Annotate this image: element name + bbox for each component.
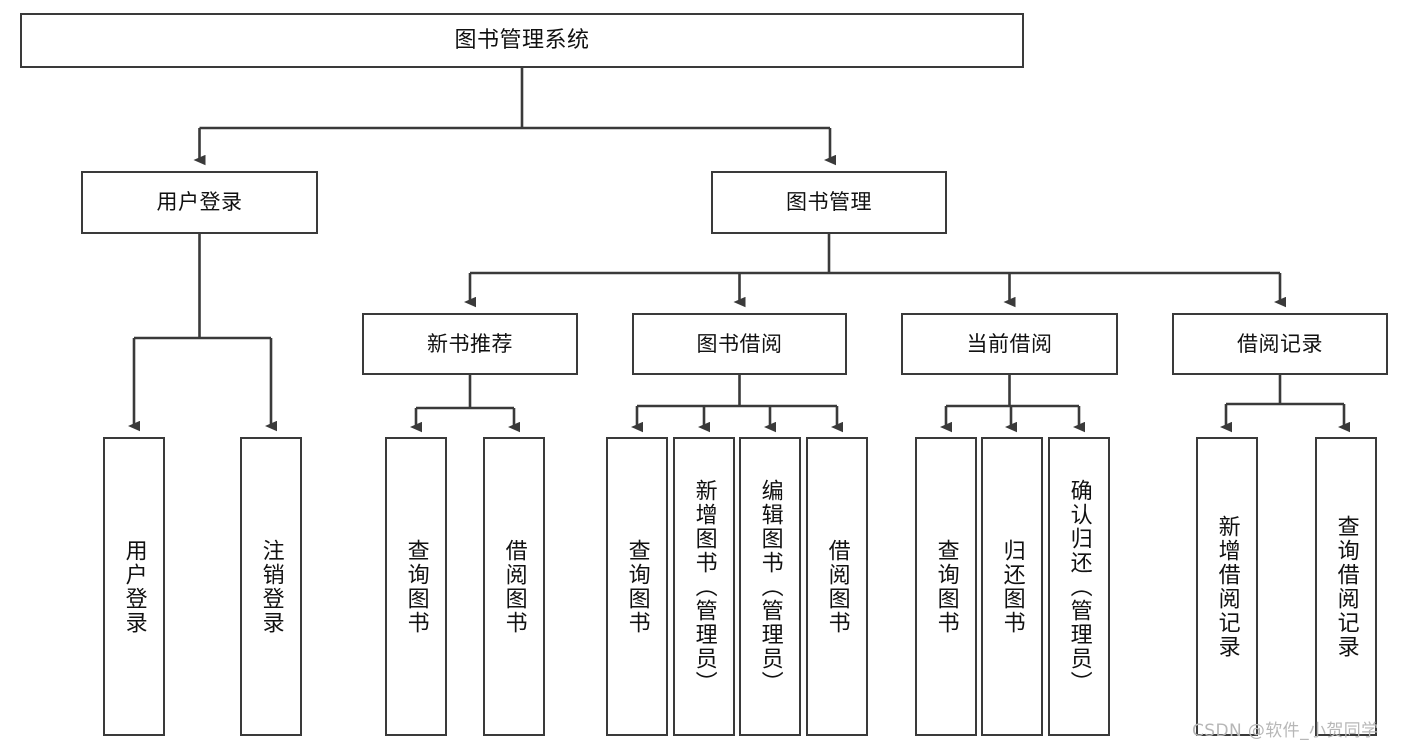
node-root-label: 图书管理系统 xyxy=(454,27,590,53)
node-leaf-logout[interactable]: 注销登录 xyxy=(240,437,302,736)
node-current-borrow[interactable]: 当前借阅 xyxy=(901,313,1118,375)
node-book-manage[interactable]: 图书管理 xyxy=(711,171,947,234)
node-current-borrow-label: 当前借阅 xyxy=(966,331,1053,356)
node-book-manage-label: 图书管理 xyxy=(786,190,872,215)
node-new-book-rec[interactable]: 新书推荐 xyxy=(362,313,578,375)
node-borrow-record[interactable]: 借阅记录 xyxy=(1172,313,1388,375)
node-leaf-borrow-book-1-label: 借阅图书 xyxy=(501,538,527,635)
node-leaf-query-record-label: 查询借阅记录 xyxy=(1333,514,1359,659)
node-leaf-logout-label: 注销登录 xyxy=(258,538,284,635)
node-leaf-confirm-return[interactable]: 确认归还（管理员） xyxy=(1048,437,1110,736)
node-leaf-borrow-book-2-label: 借阅图书 xyxy=(824,538,850,635)
node-new-book-rec-label: 新书推荐 xyxy=(427,331,513,356)
node-leaf-add-book[interactable]: 新增图书（管理员） xyxy=(673,437,735,736)
node-leaf-return-book-label: 归还图书 xyxy=(999,538,1025,635)
node-leaf-query-book-3[interactable]: 查询图书 xyxy=(915,437,977,736)
node-leaf-return-book[interactable]: 归还图书 xyxy=(981,437,1043,736)
node-leaf-query-book-2[interactable]: 查询图书 xyxy=(606,437,668,736)
node-leaf-query-book-1-label: 查询图书 xyxy=(403,538,429,635)
node-leaf-borrow-book-2[interactable]: 借阅图书 xyxy=(806,437,868,736)
node-book-borrow[interactable]: 图书借阅 xyxy=(632,313,847,375)
node-user-login[interactable]: 用户登录 xyxy=(81,171,318,234)
node-leaf-add-record-label: 新增借阅记录 xyxy=(1214,514,1240,659)
node-book-borrow-label: 图书借阅 xyxy=(696,331,783,356)
node-leaf-query-book-1[interactable]: 查询图书 xyxy=(385,437,447,736)
node-borrow-record-label: 借阅记录 xyxy=(1237,331,1323,356)
node-leaf-query-record[interactable]: 查询借阅记录 xyxy=(1315,437,1377,736)
node-leaf-user-login[interactable]: 用户登录 xyxy=(103,437,165,736)
node-leaf-borrow-book-1[interactable]: 借阅图书 xyxy=(483,437,545,736)
node-leaf-edit-book[interactable]: 编辑图书（管理员） xyxy=(739,437,801,736)
node-user-login-label: 用户登录 xyxy=(156,190,243,215)
node-root[interactable]: 图书管理系统 xyxy=(20,13,1024,68)
node-leaf-add-record[interactable]: 新增借阅记录 xyxy=(1196,437,1258,736)
node-leaf-edit-book-label: 编辑图书（管理员） xyxy=(757,478,783,695)
node-leaf-query-book-2-label: 查询图书 xyxy=(624,538,650,635)
node-leaf-add-book-label: 新增图书（管理员） xyxy=(691,478,717,695)
node-leaf-user-login-label: 用户登录 xyxy=(121,538,147,635)
node-leaf-query-book-3-label: 查询图书 xyxy=(933,538,959,635)
node-leaf-confirm-return-label: 确认归还（管理员） xyxy=(1066,478,1092,695)
watermark-text: CSDN @软件_小贺同学 xyxy=(1192,721,1379,741)
